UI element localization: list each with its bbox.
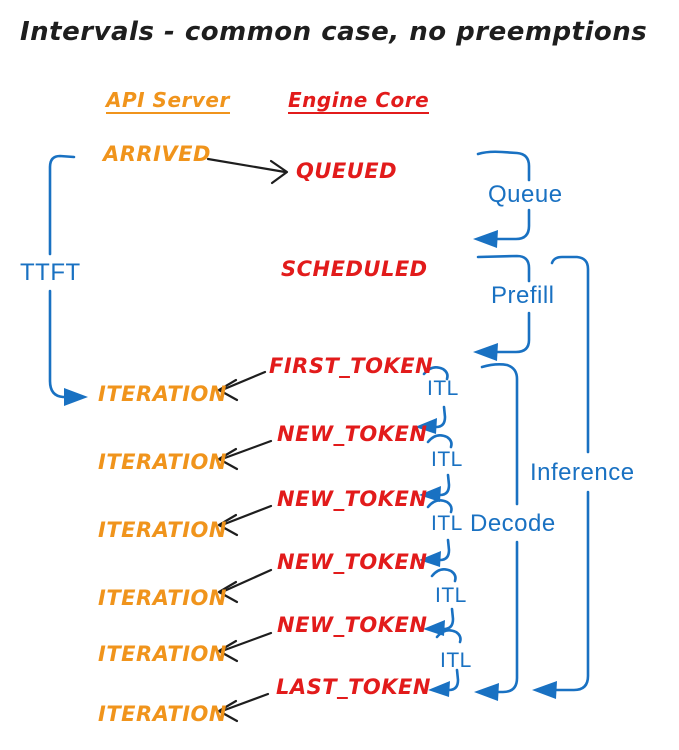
event-scheduled: SCHEDULED: [281, 257, 428, 281]
event-new-token: NEW_TOKEN: [277, 613, 428, 637]
event-iteration: ITERATION: [98, 518, 227, 542]
event-iteration: ITERATION: [98, 642, 227, 666]
interval-label-queue: Queue: [488, 181, 563, 208]
prefill-bracket: [473, 254, 531, 361]
arrow-last-token-to-iteration: [217, 692, 270, 723]
arrow-first-token-to-iteration: [217, 370, 267, 402]
itl-bracket: [419, 434, 453, 502]
interval-label-prefill: Prefill: [491, 282, 555, 309]
column-header-engine-core: Engine Core: [288, 88, 430, 114]
event-new-token: NEW_TOKEN: [277, 422, 428, 446]
itl-bracket: [419, 499, 453, 567]
queue-bracket: [473, 150, 531, 248]
event-queued: QUEUED: [296, 159, 398, 183]
arrow-new-token-to-iteration: [217, 504, 273, 537]
event-last-token: LAST_TOKEN: [276, 675, 431, 699]
event-iteration: ITERATION: [98, 586, 227, 610]
ttft-bracket: [48, 154, 88, 406]
itl-bracket: [423, 568, 457, 636]
column-header-api-server: API Server: [106, 88, 230, 114]
interval-label-decode: Decode: [470, 510, 556, 537]
arrow-new-token-to-iteration: [217, 439, 273, 471]
interval-label-ttft: TTFT: [20, 259, 81, 286]
interval-label-itl: ITL: [427, 377, 459, 400]
interval-label-itl: ITL: [431, 448, 463, 471]
event-iteration: ITERATION: [98, 382, 227, 406]
event-new-token: NEW_TOKEN: [277, 487, 428, 511]
arrow-new-token-to-iteration: [217, 631, 273, 663]
diagram-title: Intervals - common case, no preemptions: [20, 17, 648, 47]
interval-label-itl: ITL: [435, 584, 467, 607]
event-arrived: ARRIVED: [103, 142, 211, 166]
itl-bracket: [415, 366, 449, 434]
arrow-new-token-to-iteration: [217, 568, 273, 604]
event-iteration: ITERATION: [98, 702, 227, 726]
interval-label-itl: ITL: [431, 512, 463, 535]
decode-bracket: [474, 363, 519, 701]
itl-bracket: [428, 629, 462, 697]
arrow-arrived-to-queued: [206, 157, 289, 185]
interval-label-itl: ITL: [440, 649, 472, 672]
event-iteration: ITERATION: [98, 450, 227, 474]
inference-bracket: [532, 255, 590, 699]
interval-label-inference: Inference: [530, 459, 635, 486]
event-new-token: NEW_TOKEN: [277, 550, 428, 574]
event-first-token: FIRST_TOKEN: [269, 354, 434, 378]
